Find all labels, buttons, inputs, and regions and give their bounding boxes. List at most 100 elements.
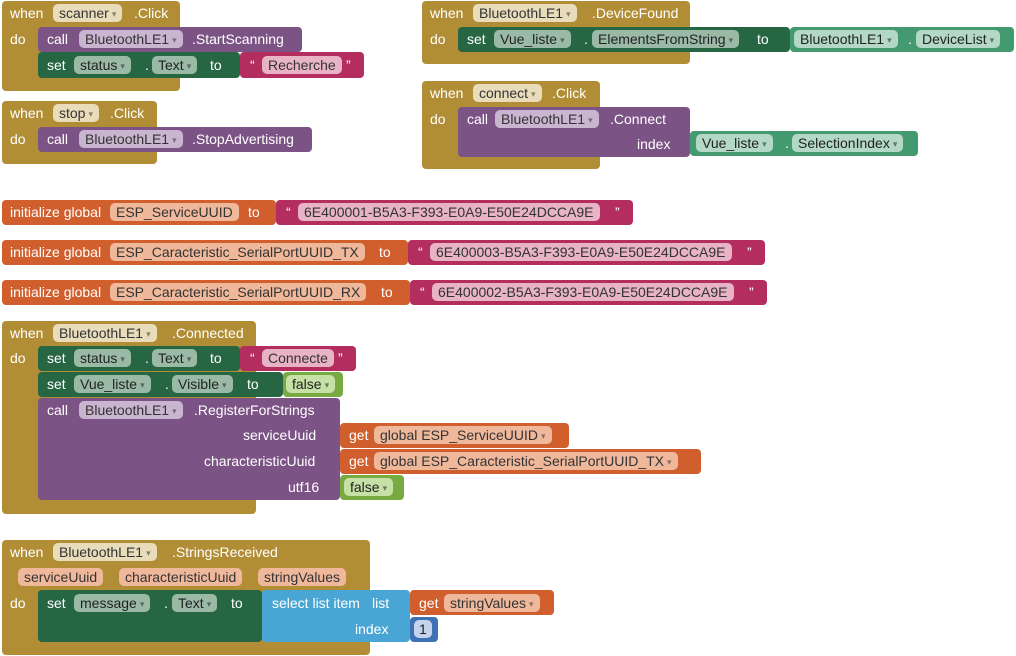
logic-false-block[interactable]: false▾ [340, 475, 404, 500]
property-dropdown[interactable]: Visible▾ [172, 375, 233, 393]
chevron-down-icon: ▾ [560, 35, 565, 45]
init-global-serialport-tx[interactable]: initialize global ESP_Caracteristic_Seri… [2, 240, 408, 265]
param-characteristic-uuid[interactable]: characteristicUuid [119, 568, 243, 586]
component-dropdown[interactable]: BluetoothLE1▾ [794, 30, 898, 48]
component-dropdown[interactable]: stop▾ [53, 104, 99, 122]
variable-name-field[interactable]: ESP_ServiceUUID [110, 203, 239, 221]
get-global-serialport-tx[interactable]: get global ESP_Caracteristic_SerialPortU… [340, 449, 701, 474]
chevron-down-icon: ▾ [111, 9, 117, 19]
set-block-status-text[interactable]: set status▾ . Text▾ to [38, 346, 240, 371]
chevron-down-icon: ▾ [989, 35, 995, 45]
when-keyword: when [10, 325, 44, 341]
open-quote: “ [420, 284, 425, 300]
text-literal-block[interactable]: “ Recherche ” [240, 52, 364, 78]
component-dropdown[interactable]: scanner▾ [53, 4, 123, 22]
component-dropdown[interactable]: status▾ [74, 349, 131, 367]
chevron-down-icon: ▾ [222, 380, 227, 390]
component-dropdown[interactable]: Vue_liste▾ [74, 375, 151, 393]
variable-dropdown[interactable]: stringValues▾ [444, 594, 540, 612]
chevron-down-icon: ▾ [140, 380, 145, 390]
call-block-start-scanning[interactable]: call BluetoothLE1▾ .StartScanning [38, 27, 302, 52]
chevron-down-icon: ▾ [186, 354, 192, 364]
boolean-dropdown[interactable]: false▾ [286, 375, 336, 393]
call-keyword: call [467, 111, 489, 127]
set-keyword: set [47, 57, 66, 73]
boolean-dropdown[interactable]: false▾ [344, 478, 394, 496]
when-keyword: when [10, 105, 44, 121]
get-string-values-block[interactable]: get stringValues▾ [410, 590, 554, 615]
do-keyword: do [430, 31, 446, 47]
property-dropdown[interactable]: Text▾ [152, 56, 198, 74]
getter-block-selection-index[interactable]: Vue_liste▾ . SelectionIndex▾ [690, 131, 918, 156]
string-value-field[interactable]: 6E400003-B5A3-F393-E0A9-E50E24DCCA9E [430, 243, 732, 261]
dot-separator: . [908, 31, 912, 47]
component-dropdown[interactable]: BluetoothLE1▾ [53, 543, 157, 561]
getter-block-device-list[interactable]: BluetoothLE1▾ . DeviceList▾ [790, 27, 1014, 52]
chevron-down-icon: ▾ [88, 109, 93, 119]
logic-false-block[interactable]: false▾ [283, 372, 343, 397]
init-global-keyword: initialize global [10, 204, 102, 220]
set-keyword: set [47, 595, 66, 611]
variable-name-field[interactable]: ESP_Caracteristic_SerialPortUUID_TX [110, 243, 365, 261]
text-literal-block[interactable]: “ 6E400003-B5A3-F393-E0A9-E50E24DCCA9E ” [408, 240, 765, 265]
do-keyword: do [430, 111, 446, 127]
event-name: .Connected [172, 325, 244, 341]
component-dropdown[interactable]: BluetoothLE1▾ [495, 110, 599, 128]
text-literal-block[interactable]: “ 6E400001-B5A3-F393-E0A9-E50E24DCCA9E ” [276, 200, 633, 225]
set-block-status-text[interactable]: set status▾ . Text▾ to [38, 52, 240, 78]
param-service-uuid[interactable]: serviceUuid [18, 568, 104, 586]
variable-dropdown[interactable]: global ESP_Caracteristic_SerialPortUUID_… [374, 452, 678, 470]
chevron-down-icon: ▾ [887, 35, 892, 45]
to-keyword: to [247, 376, 259, 392]
select-list-item-block[interactable]: select list item list index [262, 590, 410, 642]
get-keyword: get [419, 595, 439, 611]
string-value-field[interactable]: Connecte [262, 349, 334, 367]
component-dropdown[interactable]: BluetoothLE1▾ [79, 130, 183, 148]
param-string-values[interactable]: stringValues [258, 568, 347, 586]
component-dropdown[interactable]: BluetoothLE1▾ [53, 324, 157, 342]
dot-separator: . [165, 376, 169, 392]
get-global-service-uuid[interactable]: get global ESP_ServiceUUID▾ [340, 423, 569, 448]
select-list-item-label: select list item [272, 595, 360, 611]
property-dropdown[interactable]: Text▾ [152, 349, 198, 367]
init-global-keyword: initialize global [10, 284, 102, 300]
event-name: .Click [110, 105, 145, 121]
call-block-register-for-strings[interactable]: call BluetoothLE1▾ .RegisterForStrings s… [38, 398, 340, 500]
text-literal-block[interactable]: “ 6E400002-B5A3-F393-E0A9-E50E24DCCA9E ” [410, 280, 767, 305]
number-value-field[interactable]: 1 [414, 620, 432, 638]
text-literal-block[interactable]: “ Connecte ” [240, 346, 356, 371]
component-dropdown[interactable]: BluetoothLE1▾ [79, 401, 183, 419]
do-keyword: do [10, 350, 26, 366]
chevron-down-icon: ▾ [120, 354, 125, 364]
component-dropdown[interactable]: message▾ [74, 594, 151, 612]
set-block-vue-liste-elements[interactable]: set Vue_liste▾ . ElementsFromString▾ to [458, 27, 790, 52]
close-quote: ” [615, 204, 620, 220]
init-global-serialport-rx[interactable]: initialize global ESP_Caracteristic_Seri… [2, 280, 410, 305]
chevron-down-icon: ▾ [667, 457, 672, 467]
dot-separator: . [164, 595, 168, 611]
to-keyword: to [231, 595, 243, 611]
number-block[interactable]: 1 [410, 617, 438, 642]
init-global-service-uuid[interactable]: initialize global ESP_ServiceUUID to [2, 200, 276, 225]
string-value-field[interactable]: Recherche [262, 56, 342, 74]
set-block-message-text[interactable]: set message▾ . Text▾ to [38, 590, 262, 642]
call-block-connect[interactable]: call BluetoothLE1▾ .Connect index [458, 107, 690, 157]
property-dropdown[interactable]: DeviceList▾ [916, 30, 1001, 48]
set-block-vue-liste-visible[interactable]: set Vue_liste▾ . Visible▾ to [38, 372, 283, 397]
component-dropdown[interactable]: connect▾ [473, 84, 542, 102]
component-dropdown[interactable]: Vue_liste▾ [494, 30, 571, 48]
component-dropdown[interactable]: status▾ [74, 56, 131, 74]
property-dropdown[interactable]: Text▾ [172, 594, 218, 612]
string-value-field[interactable]: 6E400002-B5A3-F393-E0A9-E50E24DCCA9E [432, 283, 734, 301]
property-dropdown[interactable]: ElementsFromString▾ [592, 30, 740, 48]
component-dropdown[interactable]: Vue_liste▾ [696, 134, 773, 152]
call-block-stop-advertising[interactable]: call BluetoothLE1▾ .StopAdvertising [38, 127, 312, 152]
component-dropdown[interactable]: BluetoothLE1▾ [473, 4, 577, 22]
variable-dropdown[interactable]: global ESP_ServiceUUID▾ [374, 426, 552, 444]
property-dropdown[interactable]: SelectionIndex▾ [792, 134, 904, 152]
variable-name-field[interactable]: ESP_Caracteristic_SerialPortUUID_RX [110, 283, 367, 301]
chevron-down-icon: ▾ [892, 139, 898, 149]
open-quote: “ [286, 204, 291, 220]
component-dropdown[interactable]: BluetoothLE1▾ [79, 30, 183, 48]
string-value-field[interactable]: 6E400001-B5A3-F393-E0A9-E50E24DCCA9E [298, 203, 600, 221]
